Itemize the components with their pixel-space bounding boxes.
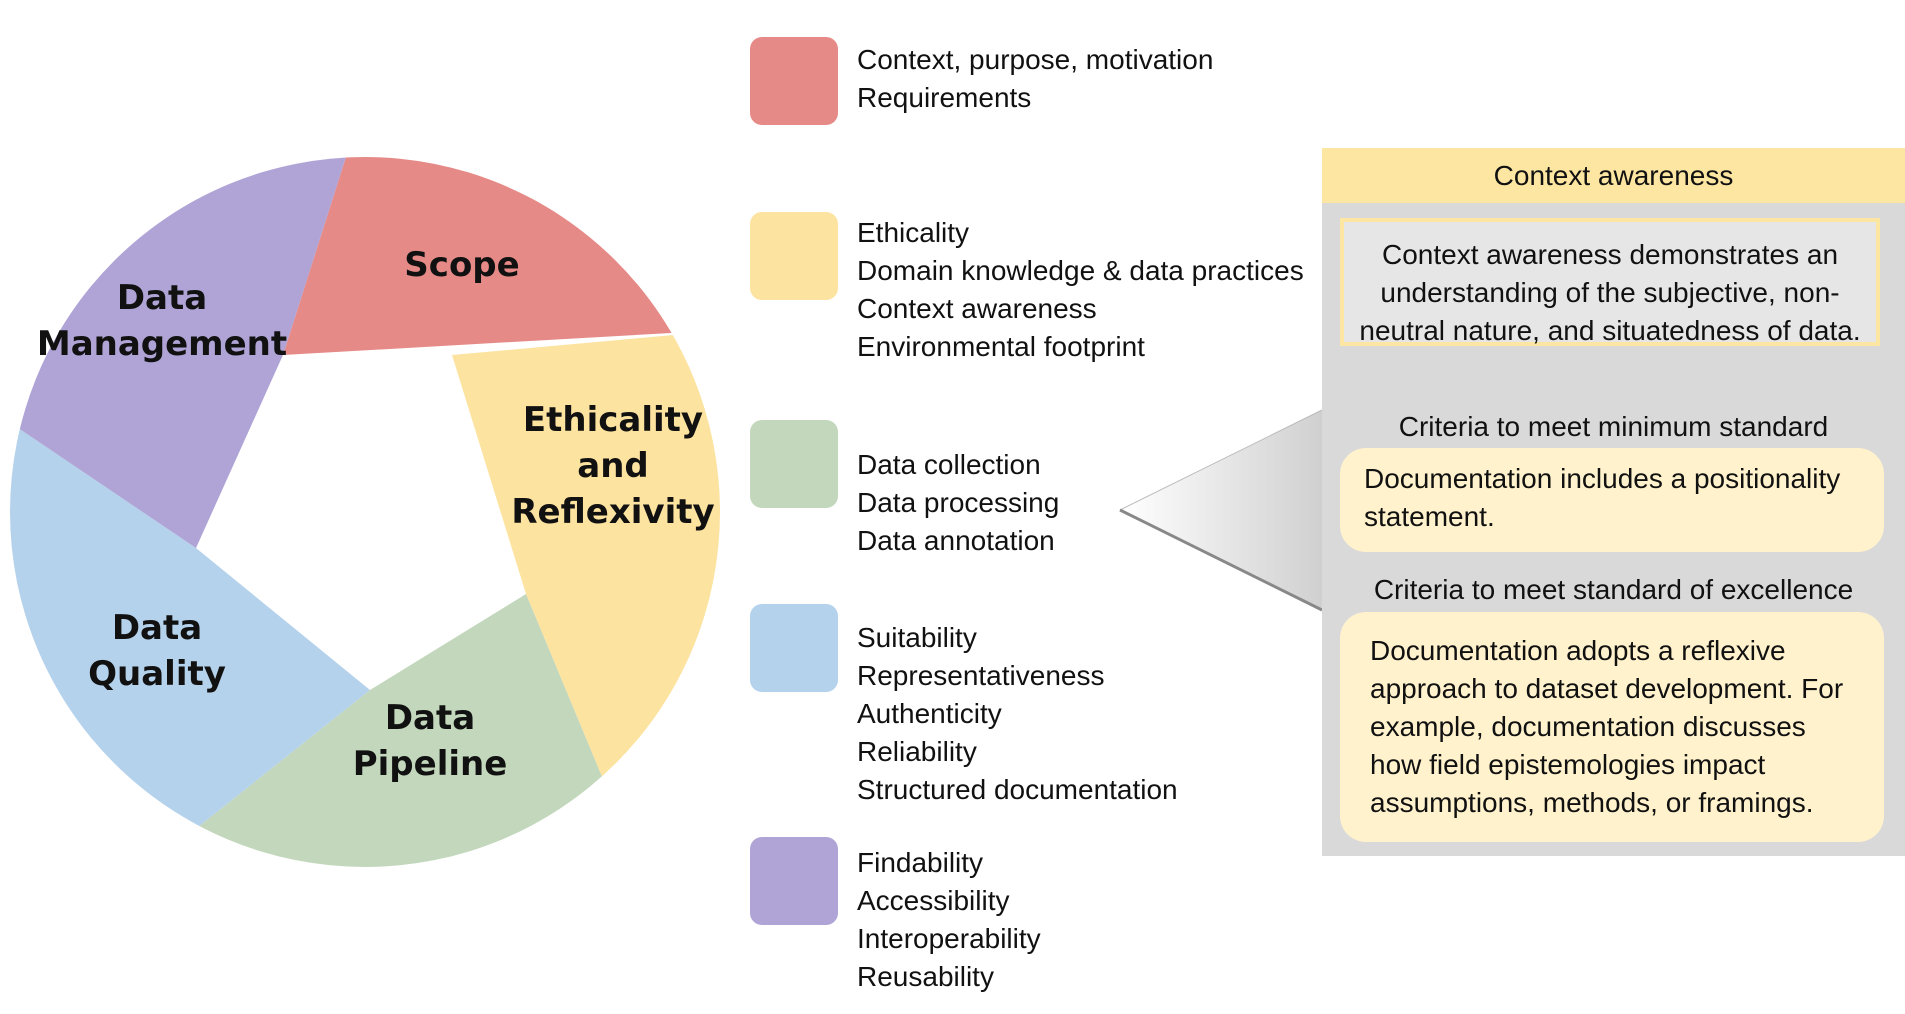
definition-line: understanding of the subjective, non- [1380, 277, 1840, 308]
wheel-label-line: Quality [88, 654, 226, 694]
wheel-label-line: Data [117, 278, 207, 318]
wheel-label-line: and [577, 446, 649, 486]
legend-item: Environmental footprint [857, 331, 1145, 362]
wheel-label-line: Management [37, 324, 287, 364]
excellence-text-line: example, documentation discusses [1370, 711, 1806, 742]
legend-item: Findability [857, 847, 984, 878]
legend-item: Reliability [857, 736, 977, 767]
excellence-standard-heading: Criteria to meet standard of excellence [1373, 574, 1854, 605]
wheel-segment-scope [283, 157, 720, 355]
legend-item: Requirements [857, 82, 1032, 113]
callout-wedge [1120, 410, 1322, 610]
legend-item: Reusability [857, 961, 994, 992]
excellence-text-line: Documentation adopts a reflexive [1370, 635, 1786, 666]
legend-swatch [750, 37, 838, 125]
panel-title: Context awareness [1322, 148, 1905, 203]
definition-line: Context awareness demonstrates an [1381, 239, 1839, 270]
legend-item: Accessibility [857, 885, 1010, 916]
definition-box: Context awareness demonstrates an unders… [1340, 218, 1880, 346]
legend-item: Representativeness [857, 660, 1105, 691]
legend-item: Data annotation [857, 525, 1055, 556]
definition-line: neutral nature, and situatedness of data… [1359, 315, 1861, 346]
legend-item: Suitability [857, 622, 977, 653]
wheel-label-line: Ethicality [523, 400, 703, 440]
excellence-text-line: how field epistemologies impact [1370, 749, 1766, 780]
legend-swatch [750, 837, 838, 925]
wheel-segment-management [10, 157, 365, 548]
minimum-standard-heading: Criteria to meet minimum standard [1398, 411, 1829, 442]
legend-item: Context awareness [857, 293, 1097, 324]
excellence-text-line: assumptions, methods, or framings. [1370, 787, 1814, 818]
wheel-label-line: Pipeline [353, 744, 508, 784]
excellence-standard-box: Documentation adopts a reflexive approac… [1340, 612, 1884, 842]
legend-item: Context, purpose, motivation [857, 44, 1214, 75]
wheel-label-line: Scope [404, 245, 519, 285]
legend-item: Domain knowledge & data practices [857, 255, 1304, 286]
wheel-label-line: Reflexivity [511, 492, 714, 532]
wheel-label-line: Data [112, 608, 202, 648]
minimum-standard-box: Documentation includes a positionality s… [1340, 448, 1884, 552]
legend-swatch [750, 212, 838, 300]
legend-item: Structured documentation [857, 774, 1178, 805]
minimum-text-line: statement. [1364, 501, 1495, 532]
legend-item: Ethicality [857, 217, 970, 248]
wheel-label-line: Data [385, 698, 475, 738]
legend-item: Authenticity [857, 698, 1002, 729]
excellence-text-line: approach to dataset development. For [1370, 673, 1844, 704]
legend-item: Interoperability [857, 923, 1041, 954]
context-awareness-panel: Context awareness Context awareness demo… [1322, 148, 1905, 856]
legend-swatch [750, 420, 838, 508]
legend-item: Data processing [857, 487, 1060, 518]
legend-swatch [750, 604, 838, 692]
minimum-text-line: Documentation includes a positionality [1364, 463, 1841, 494]
wheel-label-scope: Scope [404, 245, 519, 285]
legend-item: Data collection [857, 449, 1041, 480]
